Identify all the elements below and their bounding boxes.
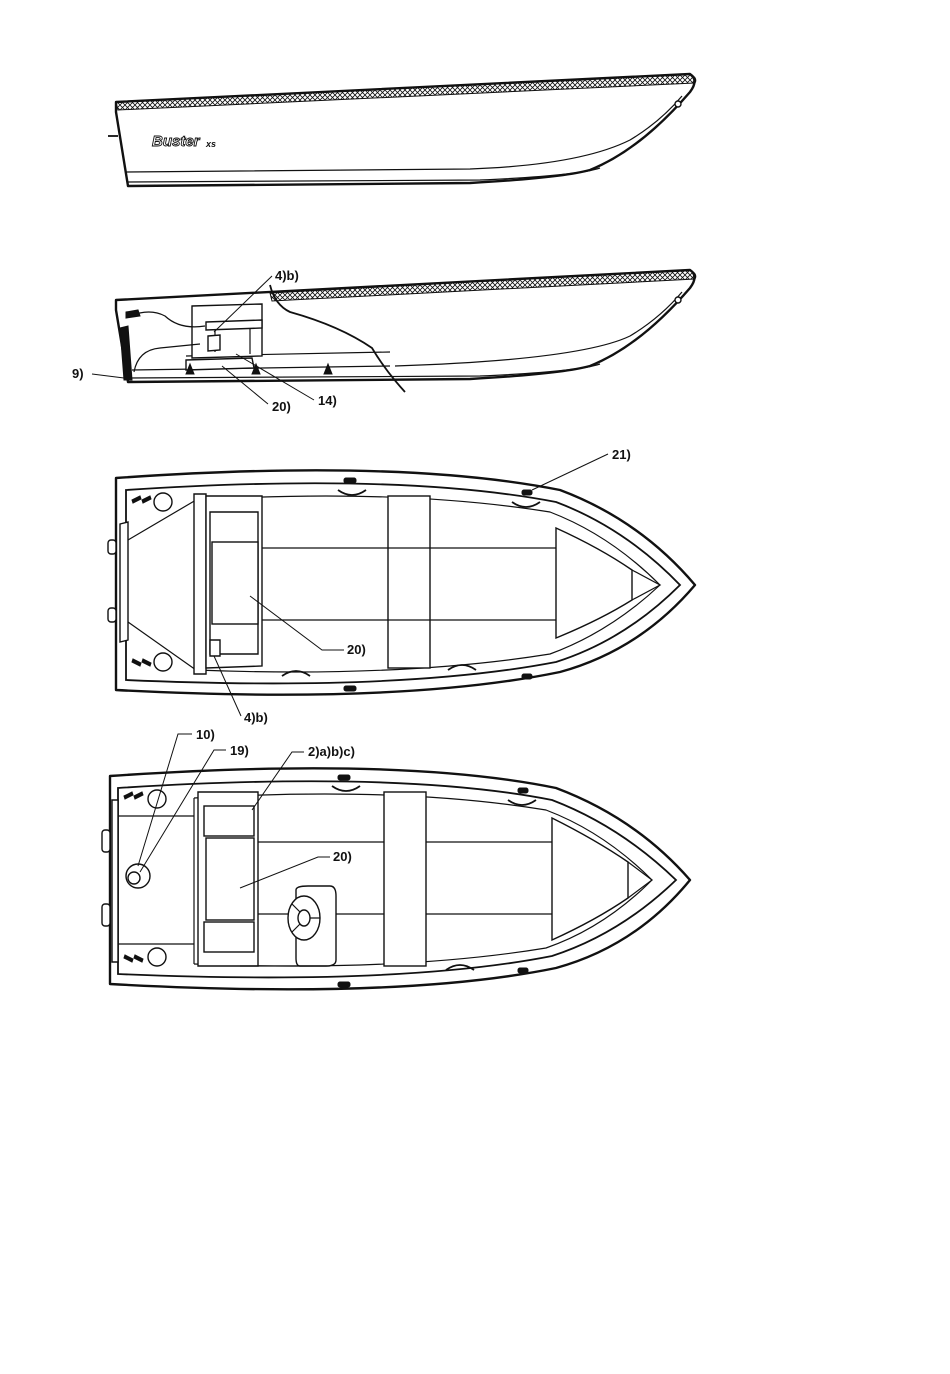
label-20-side: 20) (272, 399, 291, 414)
label-20-top2: 20) (333, 849, 352, 864)
label-9-side: 9) (72, 366, 84, 381)
side-view-cutaway: 4)b) 9) 20) 14) (72, 268, 696, 414)
stern-cleat-side (126, 310, 140, 318)
fuel-tank-side (186, 358, 254, 370)
fuel-tank-top-1 (212, 542, 258, 624)
corner-hole-1b (154, 653, 172, 671)
side-cleat-1c (344, 686, 356, 691)
side-cleat-2b (518, 788, 528, 793)
label-4b-top1: 4)b) (244, 710, 268, 725)
label-14-side: 14) (318, 393, 337, 408)
middle-bench-2 (384, 792, 426, 966)
middle-bench-1 (388, 496, 430, 668)
side-cleat-1a (344, 478, 356, 483)
brand-model-text: xs (205, 139, 216, 149)
side-cleat-2a (338, 775, 350, 780)
side-cleat-2c (338, 982, 350, 987)
side-view-exterior: Buster xs (108, 74, 696, 186)
leader-21-top (532, 454, 608, 490)
leader-9-side (92, 374, 124, 378)
bow-eye-2 (675, 297, 681, 303)
brand-logo-text: Buster (152, 133, 201, 150)
corner-hole-2b (148, 948, 166, 966)
top-view-basic: 21) 20) 4)b) (108, 447, 695, 725)
label-4b-side: 4)b) (275, 268, 299, 283)
rear-seat-front-2 (204, 922, 254, 952)
steering-wheel-hub (298, 910, 310, 926)
rear-seat-box (192, 304, 262, 358)
side-cleat-1d (522, 674, 532, 679)
seat-top (206, 320, 262, 330)
side-cleat-2d (518, 968, 528, 973)
side-cleat-1b (522, 490, 532, 495)
fuel-filler-inner (128, 872, 140, 884)
corner-hole-1a (154, 493, 172, 511)
label-20-top1: 20) (347, 642, 366, 657)
transom-panel-2 (112, 800, 118, 962)
transom-panel-1 (120, 522, 128, 642)
fuel-tank-top-2 (206, 838, 254, 920)
transom-handle-1a (108, 540, 116, 554)
label-10-top2: 10) (196, 727, 215, 742)
label-21-top: 21) (612, 447, 631, 462)
label-2abc-top2: 2)a)b)c) (308, 744, 355, 759)
rear-seat-back-2 (204, 806, 254, 836)
label-19-top2: 19) (230, 743, 249, 758)
bow-eye-1 (675, 101, 681, 107)
battery-top-1 (210, 640, 220, 656)
transom-handle-1b (108, 608, 116, 622)
transom-handle-2a (102, 830, 110, 852)
rear-bench-1 (194, 494, 206, 674)
transom-handle-2b (102, 904, 110, 926)
battery-side (208, 335, 220, 351)
top-view-console: 10) 19) 2)a)b)c) 20) (102, 727, 690, 989)
corner-hole-2a (148, 790, 166, 808)
